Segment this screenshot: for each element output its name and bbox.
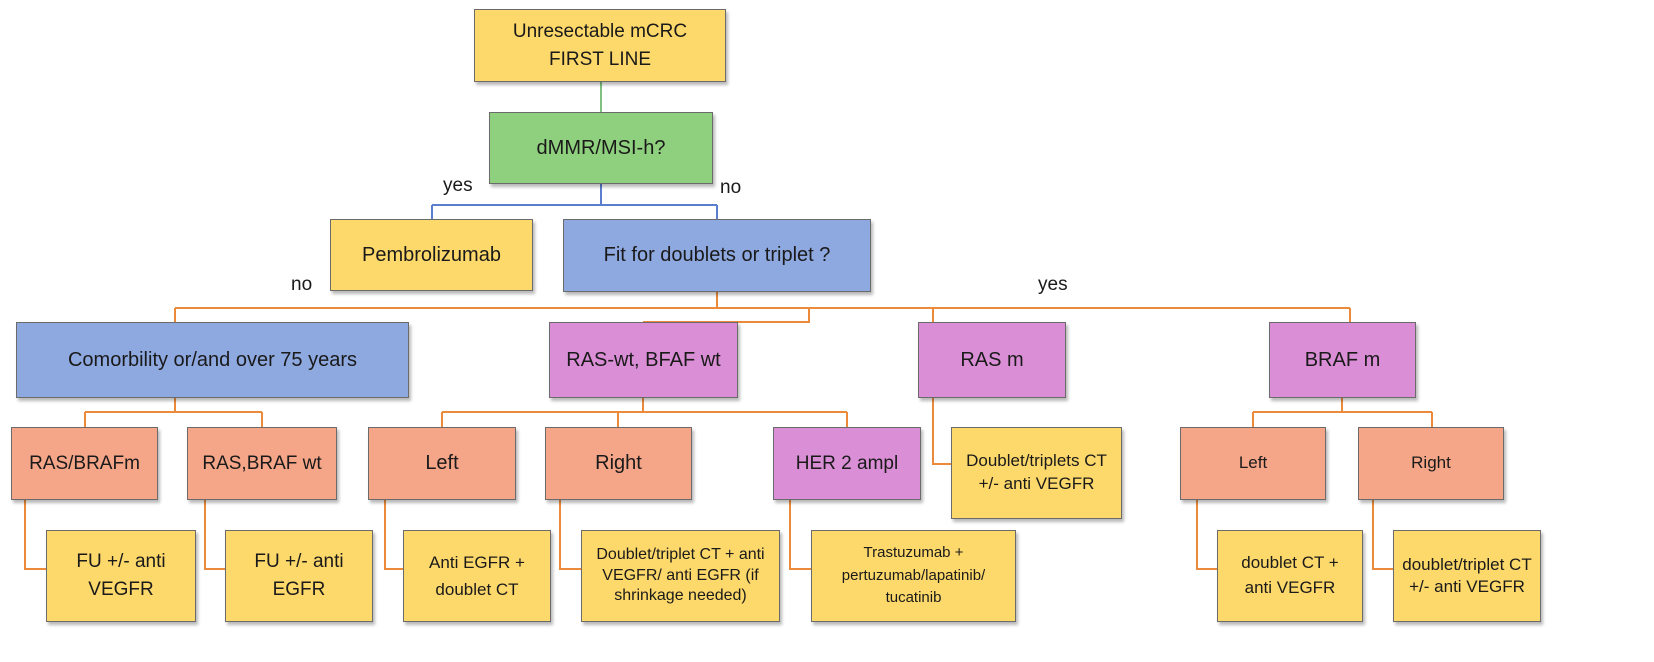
braf-right-node: Right [1358,427,1504,500]
braf-right-treatment-label: doublet/triplet CT +/- anti VEGFR [1402,554,1532,596]
root-title: Unresectable mCRC [512,20,688,42]
ras-wt-braf-wt-node: RAS-wt, BFAF wt [549,322,738,398]
right-label: Right [595,452,642,474]
her2-node: HER 2 ampl [773,427,921,500]
right-node: Right [545,427,692,500]
connector-raswt-children [441,398,848,427]
ras-m-label: RAS m [960,348,1024,371]
ras-braf-m-label: RAS/BRAFm [29,452,140,474]
pembrolizumab-label: Pembrolizumab [362,243,501,266]
edge-label-yes-fit: yes [1038,274,1068,295]
dmmr-label: dMMR/MSI-h? [536,136,666,159]
ras-braf-wt-label: RAS,BRAF wt [202,452,322,474]
braf-right-treatment-node: doublet/triplet CT +/- anti VEGFR [1393,530,1541,622]
ras-braf-wt-node: RAS,BRAF wt [187,427,337,500]
her2-treatment-label: Trastuzumab + pertuzumab/lapatinib/ tuca… [841,544,986,607]
connector-comorb-children [84,398,263,427]
her2-treatment-node: Trastuzumab + pertuzumab/lapatinib/ tuca… [811,530,1016,622]
braf-m-node: BRAF m [1269,322,1416,398]
dmmr-node: dMMR/MSI-h? [489,112,713,184]
fu-egfr-node: FU +/- anti EGFR [225,530,373,622]
right-treatment-node: Doublet/triplet CT + anti VEGFR/ anti EG… [581,530,780,622]
edge-label-no-dmmr: no [720,177,742,198]
root-node: Unresectable mCRC FIRST LINE [474,9,726,82]
comorbidity-node: Comorbility or/and over 75 years [16,322,409,398]
left-treatment-label: Anti EGFR + doublet CT [429,552,525,599]
pembrolizumab-node: Pembrolizumab [330,219,533,291]
fit-label: Fit for doublets or triplet ? [603,244,831,266]
braf-left-treatment-label: doublet CT + anti VEGFR [1241,553,1339,597]
connector-treatment-elbows [24,500,1393,570]
fu-vegfr-label: FU +/- anti VEGFR [76,551,166,600]
edge-label-yes-dmmr: yes [443,175,473,196]
root-subtitle: FIRST LINE [548,48,652,70]
ras-m-treatment-label: Doublet/triplets CT +/- anti VEGFR [966,451,1107,493]
left-label: Left [425,452,459,474]
edge-label-no-fit: no [291,274,313,295]
connector-fit-split [174,292,1351,323]
ras-m-treatment-node: Doublet/triplets CT +/- anti VEGFR [951,427,1122,519]
right-treatment-label: Doublet/triplet CT + anti VEGFR/ anti EG… [596,545,765,605]
left-treatment-node: Anti EGFR + doublet CT [403,530,551,622]
braf-m-label: BRAF m [1304,348,1381,371]
comorbidity-label: Comorbility or/and over 75 years [67,348,357,371]
braf-left-node: Left [1180,427,1326,500]
connector-dmmr-split [431,184,718,219]
connector-rasm-child [932,398,951,465]
braf-left-treatment-node: doublet CT + anti VEGFR [1217,530,1363,622]
ras-braf-m-node: RAS/BRAFm [11,427,158,500]
ras-m-node: RAS m [918,322,1066,398]
braf-left-label: Left [1238,453,1268,473]
ras-wt-braf-wt-label: RAS-wt, BFAF wt [566,348,721,371]
fit-node: Fit for doublets or triplet ? [563,219,871,292]
connector-brafm-children [1252,398,1433,427]
fu-vegfr-node: FU +/- anti VEGFR [46,530,196,622]
left-node: Left [368,427,516,500]
braf-right-label: Right [1411,453,1451,473]
fu-egfr-label: FU +/- anti EGFR [254,551,344,600]
her2-label: HER 2 ampl [795,452,899,474]
